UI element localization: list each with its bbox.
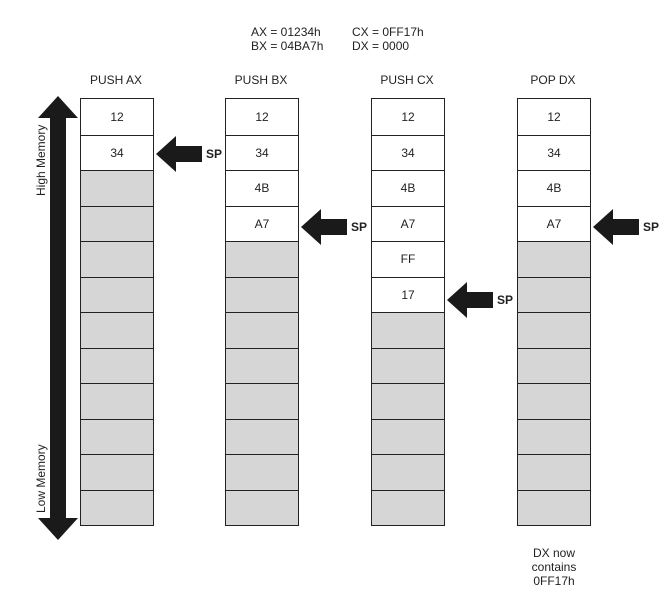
left-arrow-icon — [301, 208, 347, 245]
cx-value: CX = 0FF17h — [352, 25, 424, 39]
empty-memory-cell — [226, 418, 298, 454]
empty-memory-cell — [518, 383, 590, 419]
sp-label: SP — [497, 292, 514, 307]
memory-cell: 12 — [110, 109, 124, 124]
empty-memory-cell — [81, 347, 153, 383]
memory-cell: A7 — [226, 205, 298, 242]
left-arrow-icon — [593, 208, 639, 245]
empty-memory-cell — [518, 489, 590, 525]
stack-pointer: SP — [156, 135, 223, 172]
register-values-right: CX = 0FF17h DX = 0000 — [352, 25, 424, 53]
empty-memory-cell — [226, 454, 298, 490]
note-line: 0FF17h — [533, 574, 575, 588]
memory-cell: 34 — [226, 134, 298, 171]
memory-cell: A7 — [372, 205, 444, 242]
note-line: contains — [531, 560, 577, 574]
memory-cell: 12 — [255, 109, 269, 124]
stack-column: 12 34 — [80, 98, 154, 526]
empty-memory-cell — [372, 454, 444, 490]
memory-cell: 34 — [81, 134, 153, 171]
empty-memory-cell — [372, 489, 444, 525]
empty-memory-cell — [81, 205, 153, 241]
column-title: POP DX — [530, 73, 576, 87]
high-memory-label: High Memory — [34, 124, 48, 196]
memory-cell: 34 — [518, 134, 590, 171]
stack-pointer: SP — [301, 208, 368, 245]
empty-memory-cell — [372, 312, 444, 348]
empty-memory-cell — [226, 347, 298, 383]
empty-memory-cell — [518, 241, 590, 277]
empty-memory-cell — [518, 347, 590, 383]
empty-memory-cell — [81, 418, 153, 454]
empty-memory-cell — [372, 418, 444, 454]
left-arrow-icon — [447, 281, 493, 318]
empty-memory-cell — [81, 170, 153, 206]
empty-memory-cell — [226, 276, 298, 312]
memory-cell: 17 — [372, 276, 444, 313]
empty-memory-cell — [226, 312, 298, 348]
empty-memory-cell — [81, 383, 153, 419]
dx-result-note: DX now contains 0FF17h — [515, 546, 593, 588]
empty-memory-cell — [226, 489, 298, 525]
memory-cell: 4B — [226, 170, 298, 206]
sp-label: SP — [351, 219, 368, 234]
column-title: PUSH CX — [380, 73, 434, 87]
empty-memory-cell — [518, 454, 590, 490]
empty-memory-cell — [372, 347, 444, 383]
sp-label: SP — [643, 219, 660, 234]
empty-memory-cell — [226, 241, 298, 277]
column-title: PUSH BX — [234, 73, 288, 87]
low-memory-label: Low Memory — [34, 444, 48, 513]
stack-pointer: SP — [593, 208, 660, 245]
empty-memory-cell — [81, 241, 153, 277]
stack-pointer: SP — [447, 281, 514, 318]
left-arrow-icon — [156, 135, 202, 172]
memory-cell: 4B — [372, 170, 444, 206]
memory-cell: 12 — [547, 109, 561, 124]
empty-memory-cell — [518, 276, 590, 312]
register-values-left: AX = 01234h BX = 04BA7h — [251, 25, 323, 53]
dx-value: DX = 0000 — [352, 39, 410, 53]
empty-memory-cell — [81, 312, 153, 348]
memory-cell: A7 — [518, 205, 590, 242]
column-title: PUSH AX — [89, 73, 143, 87]
memory-cell: 4B — [518, 170, 590, 206]
memory-cell: FF — [372, 241, 444, 277]
empty-memory-cell — [81, 489, 153, 525]
bx-value: BX = 04BA7h — [251, 39, 324, 53]
memory-cell: 12 — [401, 109, 415, 124]
empty-memory-cell — [372, 383, 444, 419]
empty-memory-cell — [81, 454, 153, 490]
memory-cell: 34 — [372, 134, 444, 171]
memory-direction-arrow-icon — [38, 96, 78, 540]
empty-memory-cell — [518, 312, 590, 348]
empty-memory-cell — [81, 276, 153, 312]
ax-value: AX = 01234h — [251, 25, 321, 39]
note-line: DX now — [532, 546, 576, 560]
sp-label: SP — [206, 146, 223, 161]
empty-memory-cell — [226, 383, 298, 419]
empty-memory-cell — [518, 418, 590, 454]
